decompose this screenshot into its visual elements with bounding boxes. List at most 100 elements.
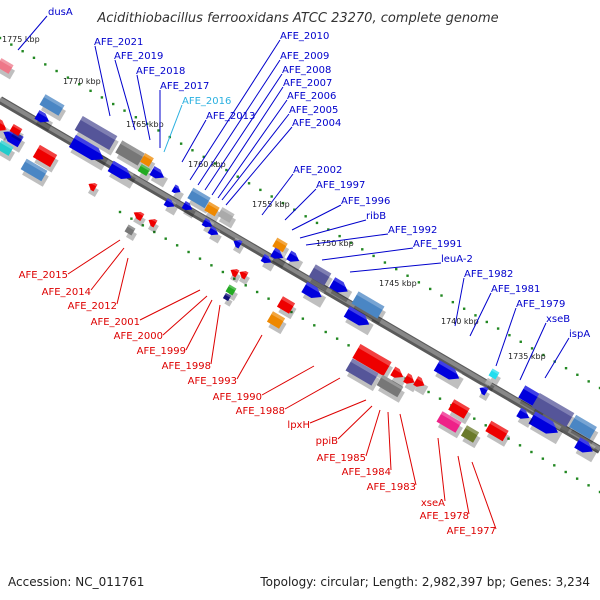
gene-feature	[272, 237, 290, 258]
gene-feature-shine	[537, 393, 575, 418]
gene-label: AFE_1997	[316, 180, 365, 191]
leader-line	[139, 289, 201, 321]
gene-label: AFE_1983	[367, 482, 416, 493]
leader-line	[181, 119, 207, 163]
leader-line	[114, 59, 136, 131]
gene-label: xseA	[421, 498, 445, 509]
inner-tick-dot	[541, 457, 545, 460]
gene-feature-shine	[221, 207, 235, 217]
gene-feature-body	[329, 277, 348, 293]
outer-tick-dot	[338, 234, 341, 238]
gene-feature-body	[225, 284, 237, 296]
gene-feature	[436, 411, 463, 439]
gene-feature	[433, 360, 464, 390]
outer-tick-dot	[66, 76, 70, 79]
gene-feature	[68, 134, 109, 171]
gene-feature-shine	[89, 180, 98, 187]
gene-label: AFE_1991	[413, 239, 462, 250]
gene-label: AFE_2009	[280, 51, 329, 62]
gene-label: AFE_2001	[91, 317, 140, 328]
gene-feature-shine	[12, 124, 23, 132]
gene-feature	[301, 281, 327, 308]
gene-label: AFE_1978	[420, 511, 469, 522]
gene-feature	[163, 198, 178, 216]
gene-feature-body	[181, 201, 193, 211]
outer-tick-dot	[327, 228, 330, 231]
gene-label: AFE_2012	[68, 301, 117, 312]
outer-tick-dot	[134, 116, 138, 119]
gene-feature-shine	[356, 291, 385, 310]
gene-feature-shine	[153, 166, 167, 176]
outer-tick-dot	[576, 373, 579, 376]
outer-tick-dot	[428, 287, 432, 291]
gene-feature-shine	[263, 254, 274, 262]
gene-feature	[207, 226, 222, 244]
gene-feature-shine	[358, 344, 392, 367]
gene-feature	[0, 58, 16, 80]
gene-feature	[20, 158, 49, 187]
feature-layer	[0, 58, 599, 463]
outer-tick-dot	[270, 195, 273, 198]
leader-line	[387, 411, 392, 471]
leader-line	[457, 455, 470, 515]
scale-label: 1765 kbp	[126, 120, 164, 129]
gene-feature-body	[201, 218, 213, 228]
gene-feature	[460, 425, 481, 449]
gene-feature-body	[351, 291, 385, 319]
gene-feature	[478, 384, 490, 401]
gene-feature-shine	[0, 114, 10, 128]
gene-feature-body	[0, 114, 7, 131]
gene-label: AFE_1998	[162, 361, 211, 372]
gene-feature-body	[485, 420, 509, 442]
inner-tick-dot	[553, 464, 556, 467]
gene-label: AFE_2005	[289, 105, 338, 116]
gene-feature-body	[233, 239, 243, 249]
inner-tick-dot	[198, 257, 202, 260]
outer-tick-dot	[406, 274, 409, 277]
gene-feature-body	[222, 292, 232, 302]
gene-label: AFE_2004	[292, 118, 341, 129]
genome-summary-text: Topology: circular; Length: 2,982,397 bp…	[259, 575, 590, 589]
leader-line	[471, 461, 497, 530]
gene-label: AFE_2000	[114, 331, 163, 342]
gene-label: AFE_2021	[94, 37, 143, 48]
gene-feature-body	[345, 358, 379, 386]
gene-feature	[217, 207, 237, 229]
leader-line	[261, 365, 315, 396]
page-title: Acidithiobacillus ferrooxidans ATCC 2327…	[96, 11, 498, 26]
gene-feature-shine	[127, 224, 136, 231]
inner-tick-dot	[290, 310, 293, 314]
gene-feature-shine	[149, 216, 158, 223]
leader-line	[365, 409, 381, 457]
inner-tick-dot	[530, 450, 533, 454]
gene-feature-body	[286, 250, 300, 262]
gene-feature-body	[20, 158, 48, 182]
gene-feature-body	[488, 368, 500, 380]
leader-line	[94, 45, 111, 117]
leader-line	[261, 173, 294, 216]
outer-tick-dot	[508, 333, 511, 337]
gene-feature-body	[148, 218, 158, 228]
gene-feature	[343, 306, 374, 336]
gene-feature-shine	[578, 437, 596, 450]
leader-line	[291, 204, 342, 231]
gene-feature-shine	[191, 187, 211, 201]
gene-feature	[352, 344, 394, 382]
outer-tick-dot	[0, 36, 2, 40]
leader-line	[437, 437, 446, 502]
leader-line	[337, 405, 373, 440]
inner-tick-dot	[233, 277, 236, 280]
leader-line	[399, 413, 417, 486]
outer-tick-dot	[32, 56, 36, 60]
gene-feature	[222, 292, 233, 307]
gene-feature-body	[9, 124, 23, 136]
inner-tick-dot	[438, 397, 442, 400]
gene-feature-shine	[38, 110, 52, 120]
gene-feature-shine	[440, 411, 462, 426]
gene-feature-shine	[228, 284, 237, 291]
gene-feature	[308, 264, 333, 292]
leader-line	[236, 334, 263, 380]
gene-feature	[574, 437, 598, 463]
gene-feature	[0, 140, 16, 162]
leader-line	[284, 188, 317, 221]
